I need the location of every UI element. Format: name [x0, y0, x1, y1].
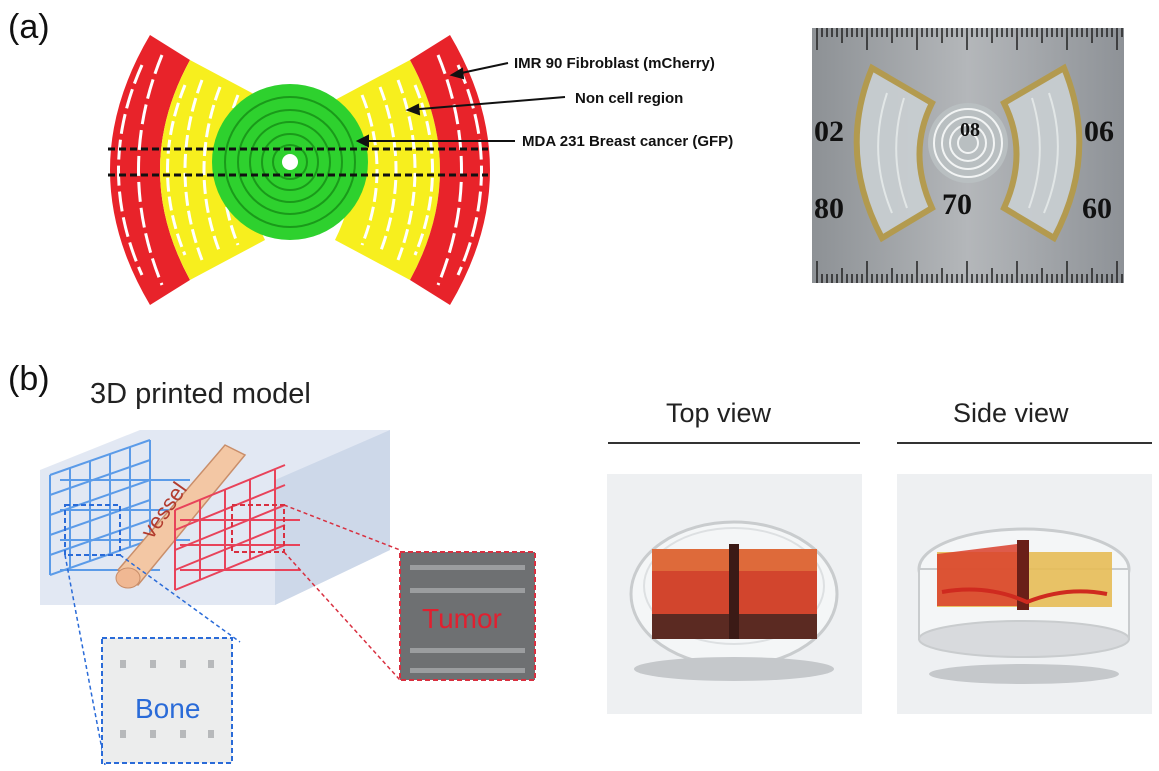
panel-b-label: (b) [8, 360, 50, 398]
side-view-header: Side view [953, 398, 1069, 428]
bowtie-scaffold-diagram: IMR 90 Fibroblast (mCherry) Non cell reg… [108, 35, 733, 305]
annotation-cancer: MDA 231 Breast cancer (GFP) [522, 133, 733, 150]
right-red-region [410, 35, 490, 305]
ruler-number-06: 06 [1084, 115, 1114, 148]
top-view-photo [607, 474, 862, 714]
bone-lattice [49, 439, 190, 576]
ruler-number-08: 08 [960, 119, 980, 141]
bone-selection-box [64, 504, 121, 556]
right-yellow-region [335, 60, 440, 280]
top-view-underline [608, 442, 860, 444]
tissue-model-diagram: vessel Bone Tumor [40, 430, 536, 765]
tumor-label: Tumor [422, 603, 502, 634]
tumor-inset [399, 551, 536, 681]
left-red-region [110, 35, 190, 305]
vessel-cylinder [115, 444, 247, 589]
ruler-number-60: 60 [1082, 192, 1112, 225]
annotation-fibroblast: IMR 90 Fibroblast (mCherry) [514, 55, 715, 72]
bone-label: Bone [135, 693, 200, 724]
arrow-non-cell [407, 96, 566, 111]
ruler-number-70: 70 [942, 188, 972, 221]
tumor-lattice [174, 464, 300, 591]
side-view-photo [897, 474, 1152, 714]
cross-section-dashed-lines [108, 147, 488, 177]
ruler-number-02: 02 [814, 115, 844, 148]
annotation-non-cell: Non cell region [575, 90, 683, 107]
side-view-underline [897, 442, 1152, 444]
model-title: 3D printed model [90, 378, 311, 410]
panel-a-label: (a) [8, 8, 50, 46]
ruler-number-80: 80 [814, 192, 844, 225]
green-core-region [212, 84, 368, 240]
top-view-header: Top view [666, 398, 772, 428]
bone-inset [101, 637, 233, 764]
ruler-photo: 02 08 06 80 70 60 [812, 28, 1124, 283]
tumor-selection-box [231, 504, 285, 553]
